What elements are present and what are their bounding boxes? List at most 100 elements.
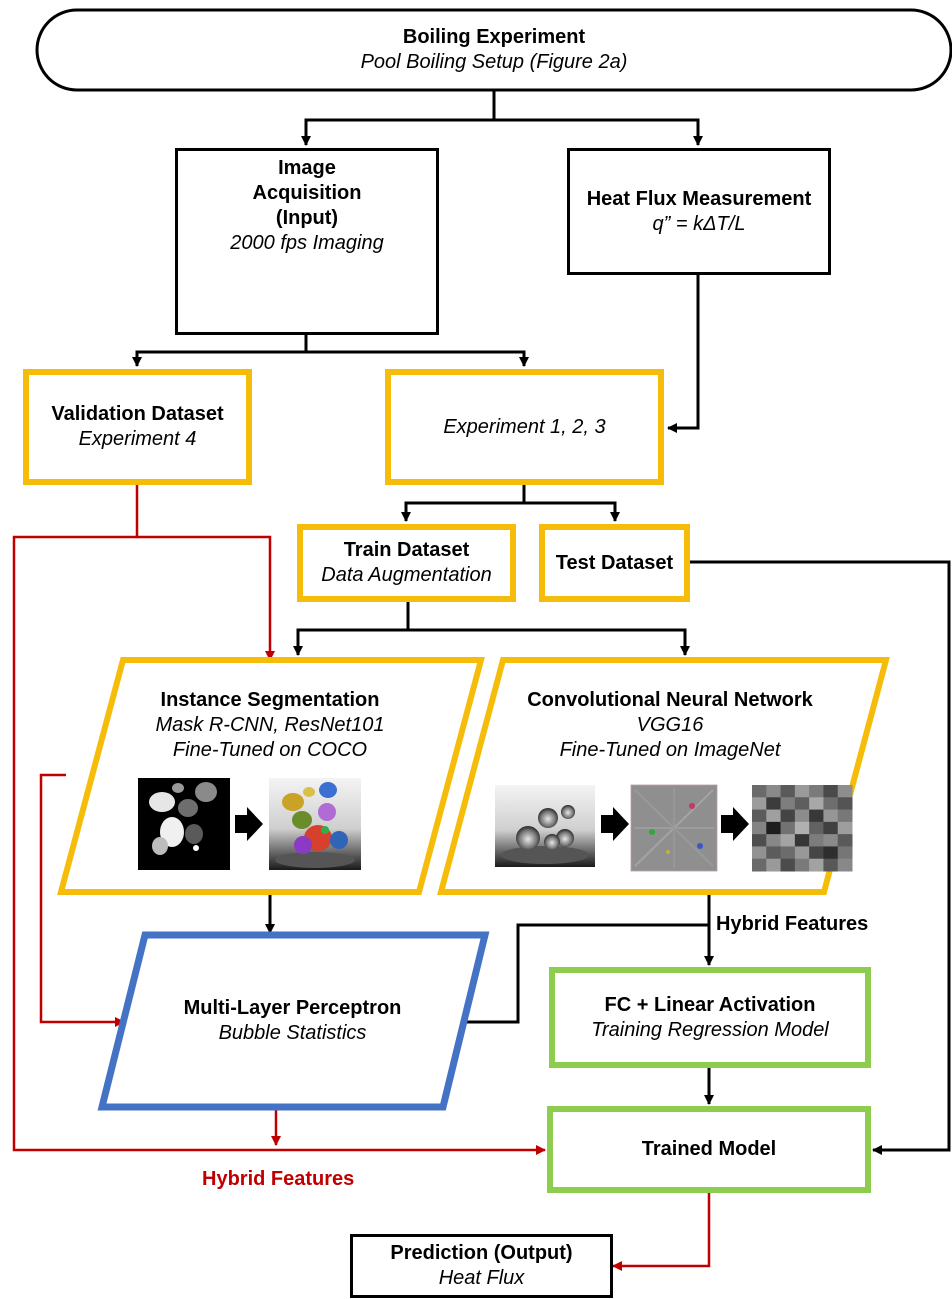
feature-map-cell (823, 797, 839, 811)
image-acquisition-title: Image Acquisition (Input) (252, 157, 362, 229)
cnn-feature-filters-image (630, 784, 718, 872)
experiments-label: Experiment 1, 2, 3 (443, 415, 606, 438)
experiments-node: Experiment 1, 2, 3 (385, 369, 664, 485)
feature-map-cell (794, 821, 810, 835)
feature-map-cell (780, 785, 796, 798)
test-dataset-node: Test Dataset (539, 524, 690, 602)
feature-map-cell (794, 797, 810, 811)
feature-map-cell (766, 834, 782, 847)
feature-map-cell (752, 821, 767, 835)
feature-map-cell (809, 809, 824, 823)
feature-map-cell (780, 834, 796, 847)
feature-map-cell (823, 785, 839, 798)
feature-map-cell (780, 809, 796, 823)
trained-model-node: Trained Model (547, 1106, 871, 1193)
instance-segmentation-model: Mask R-CNN, ResNet101 (155, 714, 385, 736)
mlp-title: Multi-Layer Perceptron (183, 997, 402, 1019)
train-dataset-title: Train Dataset (343, 539, 470, 561)
hybrid-features-label-red: Hybrid Features (202, 1168, 355, 1190)
mlp-shape (97, 931, 490, 1111)
feature-map-cell (752, 858, 767, 872)
validation-dataset-subtitle: Experiment 4 (78, 428, 197, 450)
cnn-model: VGG16 (636, 714, 704, 736)
feature-map-cell (837, 821, 853, 835)
cnn-feature-map-image (752, 785, 853, 872)
prediction-subtitle: Heat Flux (438, 1267, 525, 1289)
feature-map-cell (766, 821, 782, 835)
feature-map-cell (752, 785, 767, 798)
feature-map-cell (837, 846, 853, 860)
feature-map-cell (823, 809, 839, 823)
feature-map-cell (780, 846, 796, 860)
feature-map-cell (780, 797, 796, 811)
cnn-title: Convolutional Neural Network (527, 689, 813, 711)
hybrid-features-label-black: Hybrid Features (716, 913, 869, 935)
feature-map-cell (809, 821, 824, 835)
feature-map-cell (823, 834, 839, 847)
heat-flux-measurement-formula: q” = kΔT/L (652, 212, 746, 235)
feature-map-cell (809, 785, 824, 798)
segmentation-mask-image (138, 778, 230, 870)
feature-map-cell (794, 809, 810, 823)
feature-map-cell (794, 785, 810, 798)
feature-map-cell (837, 809, 853, 823)
segmentation-arrow (235, 807, 263, 841)
feature-map-cell (752, 834, 767, 847)
test-dataset-title: Test Dataset (555, 551, 674, 574)
train-dataset-subtitle: Data Augmentation (321, 564, 492, 586)
feature-map-cell (837, 858, 853, 872)
feature-map-cell (809, 846, 824, 860)
boiling-experiment-node: Boiling Experiment Pool Boiling Setup (F… (37, 10, 951, 90)
feature-map-cell (766, 858, 782, 872)
heat-flux-measurement-title: Heat Flux Measurement (586, 187, 812, 210)
feature-map-cell (837, 785, 853, 798)
feature-map-cell (794, 858, 810, 872)
cnn-text: Convolutional Neural Network VGG16 Fine-… (500, 688, 840, 763)
feature-map-cell (809, 858, 824, 872)
feature-map-cell (752, 846, 767, 860)
feature-map-cell (752, 797, 767, 811)
fc-linear-node: FC + Linear Activation Training Regressi… (549, 967, 871, 1068)
feature-map-cell (837, 797, 853, 811)
instance-segmentation-pretraining: Fine-Tuned on COCO (172, 739, 368, 761)
boiling-experiment-title: Boiling Experiment (402, 26, 586, 48)
heat-flux-measurement-node: Heat Flux Measurement q” = kΔT/L (567, 148, 831, 275)
prediction-title: Prediction (Output) (390, 1242, 573, 1264)
image-acquisition-subtitle: 2000 fps Imaging (230, 232, 384, 254)
feature-map-cell (766, 809, 782, 823)
feature-map-cell (766, 797, 782, 811)
cnn-input-bubble-image (495, 785, 595, 867)
fc-linear-title: FC + Linear Activation (604, 993, 816, 1016)
boiling-experiment-subtitle: Pool Boiling Setup (Figure 2a) (360, 51, 628, 73)
cnn-arrow-1 (601, 807, 629, 841)
prediction-node: Prediction (Output) Heat Flux (350, 1234, 613, 1298)
validation-dataset-node: Validation Dataset Experiment 4 (23, 369, 252, 485)
instance-segmentation-title: Instance Segmentation (160, 689, 380, 711)
feature-map-cell (752, 809, 767, 823)
cnn-arrow-2 (721, 807, 749, 841)
feature-map-cell (766, 846, 782, 860)
feature-map-cell (823, 846, 839, 860)
cnn-pretraining: Fine-Tuned on ImageNet (559, 739, 781, 761)
fc-linear-subtitle: Training Regression Model (591, 1018, 829, 1041)
feature-map-cell (766, 785, 782, 798)
feature-map-cell (794, 846, 810, 860)
red-connectors (12, 485, 711, 1271)
mlp-text: Multi-Layer Perceptron Bubble Statistics (150, 996, 435, 1046)
feature-map-cell (809, 834, 824, 847)
instance-segmentation-text: Instance Segmentation Mask R-CNN, ResNet… (110, 688, 430, 763)
feature-map-cell (809, 797, 824, 811)
feature-map-cell (823, 821, 839, 835)
image-acquisition-node: Image Acquisition (Input) 2000 fps Imagi… (175, 148, 439, 335)
feature-map-cell (837, 834, 853, 847)
validation-dataset-title: Validation Dataset (51, 403, 224, 425)
feature-map-cell (780, 821, 796, 835)
segmentation-overlay-image (269, 778, 361, 870)
feature-map-cell (794, 834, 810, 847)
feature-map-cell (780, 858, 796, 872)
trained-model-title: Trained Model (641, 1138, 777, 1160)
train-dataset-node: Train Dataset Data Augmentation (297, 524, 516, 602)
feature-map-cell (823, 858, 839, 872)
black-connectors (132, 90, 951, 1155)
